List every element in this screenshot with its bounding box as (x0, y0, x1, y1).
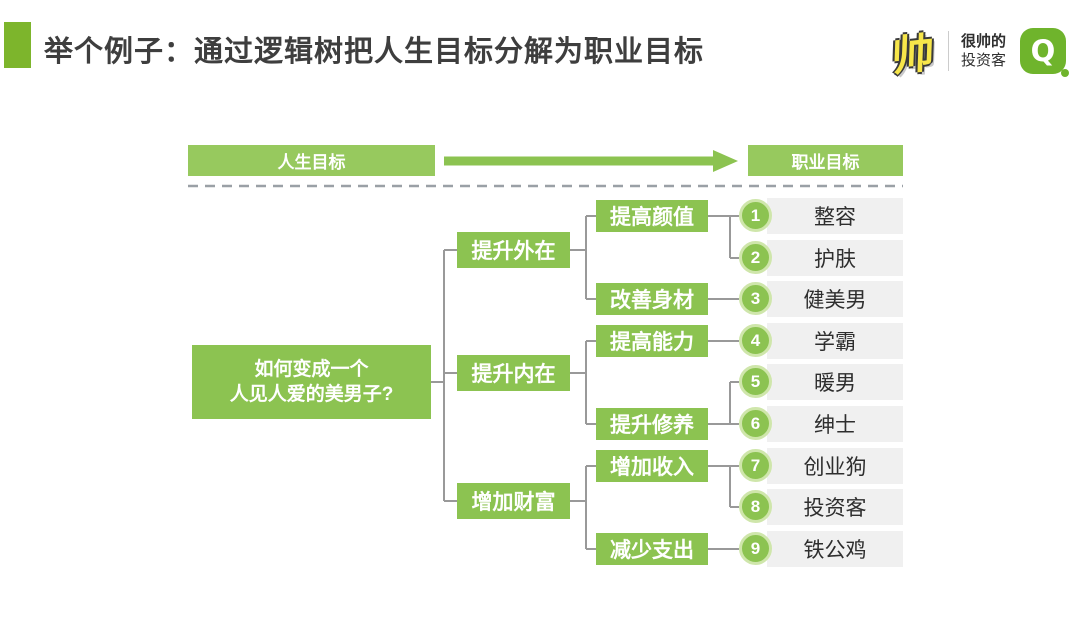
page-title: 举个例子：通过逻辑树把人生目标分解为职业目标 (44, 36, 705, 68)
shuai-logo-icon: 帅 (890, 28, 935, 80)
branch-box-external: 提升外在 (457, 232, 570, 268)
outcome-label: 创业狗 (767, 448, 903, 484)
outcome-number-badge: 2 (739, 241, 772, 274)
brand-logo-group: 帅 很帅的 投资客 Q (890, 18, 1069, 84)
root-question-box: 如何变成一个 人见人爱的美男子? (192, 345, 431, 419)
outcome-number-badge: 6 (739, 407, 772, 440)
outcome-number-badge: 9 (739, 532, 772, 565)
outcome-number-badge: 8 (739, 490, 772, 523)
leaf-box-income: 增加收入 (596, 450, 708, 482)
outcome-label: 投资客 (767, 489, 903, 525)
outcome-number-badge: 4 (739, 324, 772, 357)
career-goal-header-box: 职业目标 (748, 145, 903, 176)
outcome-label: 绅士 (767, 406, 903, 442)
outcome-label: 暖男 (767, 364, 903, 400)
brand-name-line1: 很帅的 (960, 33, 1006, 50)
leaf-box-cultivation: 提升修养 (596, 408, 708, 440)
outcome-number-badge: 1 (739, 199, 772, 232)
leaf-box-ability: 提高能力 (596, 325, 708, 357)
outcome-label: 铁公鸡 (767, 531, 903, 567)
outcome-number-badge: 7 (739, 449, 772, 482)
leaf-box-spending: 减少支出 (596, 533, 708, 565)
root-question-line2: 人见人爱的美男子? (229, 384, 394, 405)
arrow-life-to-career (444, 150, 738, 172)
brand-name: 很帅的 投资客 (961, 32, 1006, 70)
outcome-number-badge: 3 (739, 282, 772, 315)
outcome-number-badge: 5 (739, 365, 772, 398)
branch-box-internal: 提升内在 (457, 355, 570, 391)
brand-divider (947, 31, 949, 71)
brand-name-line2: 投资客 (960, 52, 1006, 69)
branch-box-wealth: 增加财富 (457, 483, 570, 519)
leaf-box-looks: 提高颜值 (596, 200, 708, 232)
q-logo-dot (1061, 69, 1069, 77)
outcome-label: 护肤 (767, 240, 903, 276)
outcome-label: 学霸 (767, 323, 903, 359)
outcome-label: 整容 (767, 198, 903, 234)
life-goal-header-box: 人生目标 (188, 145, 435, 176)
root-question-line1: 如何变成一个 (254, 359, 369, 380)
leaf-box-body: 改善身材 (596, 283, 708, 315)
title-accent-square (4, 22, 31, 68)
q-logo-letter: Q (1030, 34, 1056, 68)
q-logo-icon: Q (1020, 28, 1069, 77)
outcome-label: 健美男 (767, 281, 903, 317)
